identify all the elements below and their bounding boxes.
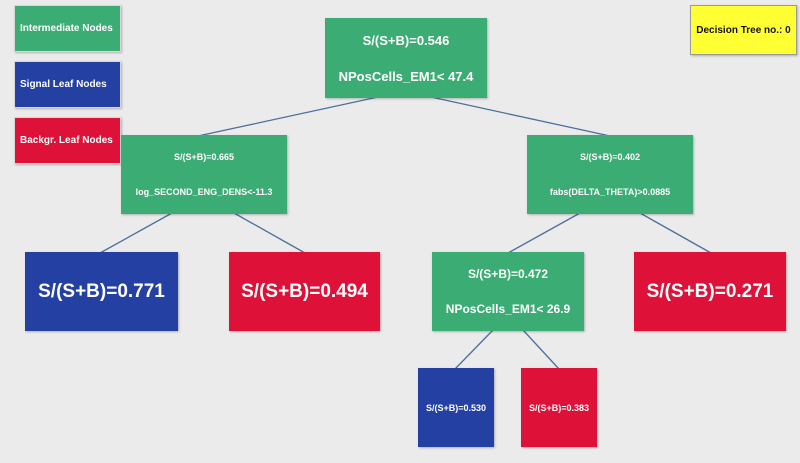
legend-intermediate-label: Intermediate Nodes: [20, 23, 113, 34]
left-node-cut: log_SECOND_ENG_DENS<-11.3: [135, 187, 273, 198]
leaf-left-right: S/(S+B)=0.494: [229, 252, 380, 331]
leaf-right-left-right-purity: S/(S+B)=0.383: [528, 402, 590, 413]
left-node: S/(S+B)=0.665 log_SECOND_ENG_DENS<-11.3: [121, 135, 287, 214]
decision-tree-number-text: Decision Tree no.: 0: [696, 24, 791, 36]
leaf-right-right-purity: S/(S+B)=0.271: [646, 280, 774, 302]
root-node-cut: NPosCells_EM1< 47.4: [338, 68, 474, 84]
leaf-left-left: S/(S+B)=0.771: [25, 252, 178, 331]
leaf-left-left-purity: S/(S+B)=0.771: [38, 280, 165, 302]
edge-right-rightleft: [507, 212, 581, 254]
root-node-purity: S/(S+B)=0.546: [362, 32, 450, 48]
legend-background-label: Backgr. Leaf Nodes: [20, 135, 113, 146]
edge-root-right: [430, 96, 611, 137]
legend-signal-leaf-nodes: Signal Leaf Nodes: [14, 61, 121, 108]
edge-right-rightleaf: [639, 212, 712, 254]
edge-root-left: [197, 96, 379, 137]
decision-tree-number-label: Decision Tree no.: 0: [690, 5, 797, 55]
right-left-node-purity: S/(S+B)=0.472: [467, 266, 549, 281]
left-node-purity: S/(S+B)=0.665: [173, 151, 235, 162]
leaf-right-left-left: S/(S+B)=0.530: [418, 368, 494, 447]
legend-intermediate-nodes: Intermediate Nodes: [14, 5, 121, 52]
legend-background-leaf-nodes: Backgr. Leaf Nodes: [14, 117, 121, 164]
right-node-cut: fabs(DELTA_THETA)>0.0885: [549, 187, 671, 198]
right-left-node-cut: NPosCells_EM1< 26.9: [445, 302, 571, 317]
leaf-right-left-right: S/(S+B)=0.383: [521, 368, 597, 447]
leaf-right-left-left-purity: S/(S+B)=0.530: [425, 402, 487, 413]
legend-signal-label: Signal Leaf Nodes: [20, 79, 107, 90]
root-node: S/(S+B)=0.546 NPosCells_EM1< 47.4: [325, 18, 487, 98]
right-left-node: S/(S+B)=0.472 NPosCells_EM1< 26.9: [432, 252, 584, 331]
leaf-left-right-purity: S/(S+B)=0.494: [241, 280, 368, 302]
edge-rightleft-leftleaf: [454, 329, 494, 370]
right-node: S/(S+B)=0.402 fabs(DELTA_THETA)>0.0885: [527, 135, 693, 214]
edge-left-rightleaf: [233, 212, 306, 254]
edge-left-leftleaf: [99, 212, 173, 254]
leaf-right-right: S/(S+B)=0.271: [634, 252, 786, 331]
right-node-purity: S/(S+B)=0.402: [579, 151, 641, 162]
edge-rightleft-rightleaf: [522, 329, 560, 370]
